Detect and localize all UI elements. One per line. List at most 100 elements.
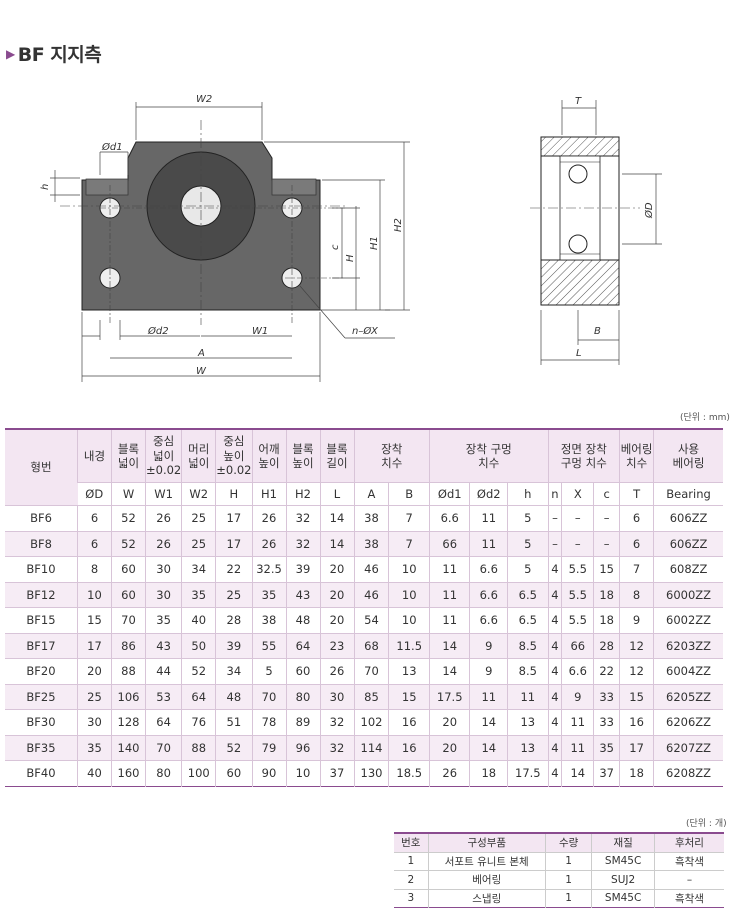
value-cell: 5.5: [561, 607, 594, 633]
value-cell: 18: [469, 760, 508, 786]
value-cell: 70: [353, 658, 389, 684]
value-cell: 38: [251, 607, 286, 633]
value-cell: 10: [388, 581, 430, 608]
value-cell: 11: [561, 709, 594, 735]
front-view: W2 Ød1 h c H H1 H2 Ød2 W1 n–ØX A W: [40, 94, 410, 382]
value-cell: 53: [144, 683, 182, 710]
parts-header-cell: 수량: [544, 833, 592, 852]
model-cell: BF8: [5, 530, 78, 557]
value-cell: 4: [547, 734, 562, 761]
value-cell: 4: [547, 607, 562, 633]
value-cell: 11: [428, 556, 470, 582]
value-cell: 6208ZZ: [653, 760, 723, 786]
model-cell: BF15: [5, 607, 78, 633]
value-cell: 4: [547, 760, 562, 786]
value-cell: 12: [619, 632, 654, 659]
parts-cell: 3: [394, 888, 429, 908]
value-cell: 6.6: [469, 581, 508, 608]
value-cell: 6000ZZ: [653, 581, 723, 608]
subheader-cell: ØD: [77, 482, 112, 506]
value-cell: 35: [181, 581, 216, 608]
parts-header-cell: 번호: [394, 833, 429, 852]
parts-cell: 1: [544, 888, 592, 908]
dim-W: W: [196, 366, 207, 377]
value-cell: 4: [547, 709, 562, 735]
value-cell: 50: [181, 632, 216, 659]
value-cell: 6.6: [469, 556, 508, 582]
value-cell: 10: [388, 607, 430, 633]
value-cell: 23: [319, 632, 354, 659]
value-cell: 18: [593, 581, 620, 608]
value-cell: 43: [144, 632, 182, 659]
value-cell: 34: [181, 556, 216, 582]
value-cell: 80: [285, 683, 320, 710]
value-cell: 28: [593, 632, 620, 659]
value-cell: 6205ZZ: [653, 683, 723, 710]
subheader-cell: H2: [285, 482, 320, 506]
value-cell: 5.5: [561, 581, 594, 608]
value-cell: 14: [319, 530, 354, 557]
value-cell: 16: [388, 734, 430, 761]
value-cell: 15: [388, 683, 430, 710]
value-cell: 70: [144, 734, 182, 761]
value-cell: 10: [388, 556, 430, 582]
parts-cell: 흑착색: [653, 851, 724, 871]
value-cell: 60: [285, 658, 320, 684]
model-cell: BF30: [5, 709, 78, 735]
value-cell: 8: [77, 556, 112, 582]
value-cell: 5: [507, 505, 549, 531]
value-cell: 160: [111, 760, 146, 786]
value-cell: 66: [428, 530, 470, 557]
value-cell: 11: [469, 505, 508, 531]
value-cell: 15: [619, 683, 654, 710]
value-cell: 64: [181, 683, 216, 710]
dim-H: H: [345, 254, 356, 262]
value-cell: 606ZZ: [653, 505, 723, 531]
model-cell: BF12: [5, 581, 78, 608]
value-cell: 64: [144, 709, 182, 735]
value-cell: 6.6: [561, 658, 594, 684]
value-cell: 44: [144, 658, 182, 684]
value-cell: 100: [181, 760, 216, 786]
value-cell: 64: [285, 632, 320, 659]
value-cell: 7: [619, 556, 654, 582]
value-cell: 34: [215, 658, 252, 684]
value-cell: 6207ZZ: [653, 734, 723, 761]
subheader-cell: Ød2: [469, 482, 508, 506]
value-cell: 5: [251, 658, 286, 684]
subheader-cell: W2: [181, 482, 216, 506]
model-cell: BF10: [5, 556, 78, 582]
value-cell: 11: [507, 683, 549, 710]
model-cell: BF25: [5, 683, 78, 710]
subheader-cell: Ød1: [428, 482, 470, 506]
value-cell: –: [593, 530, 620, 557]
value-cell: 10: [77, 581, 112, 608]
value-cell: 140: [111, 734, 146, 761]
value-cell: 15: [593, 556, 620, 582]
value-cell: 6.5: [507, 581, 549, 608]
value-cell: 4: [547, 658, 562, 684]
value-cell: 6: [619, 505, 654, 531]
value-cell: 17: [619, 734, 654, 761]
value-cell: 54: [353, 607, 389, 633]
value-cell: 11: [428, 607, 470, 633]
value-cell: 40: [181, 607, 216, 633]
value-cell: 14: [561, 760, 594, 786]
parts-cell: SUJ2: [591, 870, 655, 889]
value-cell: 22: [215, 556, 252, 582]
subheader-cell: L: [319, 482, 354, 506]
value-cell: 26: [144, 505, 182, 531]
value-cell: 25: [77, 683, 112, 710]
value-cell: 79: [251, 734, 286, 761]
parts-cell: 베어링: [427, 870, 546, 889]
value-cell: 14: [469, 734, 508, 761]
